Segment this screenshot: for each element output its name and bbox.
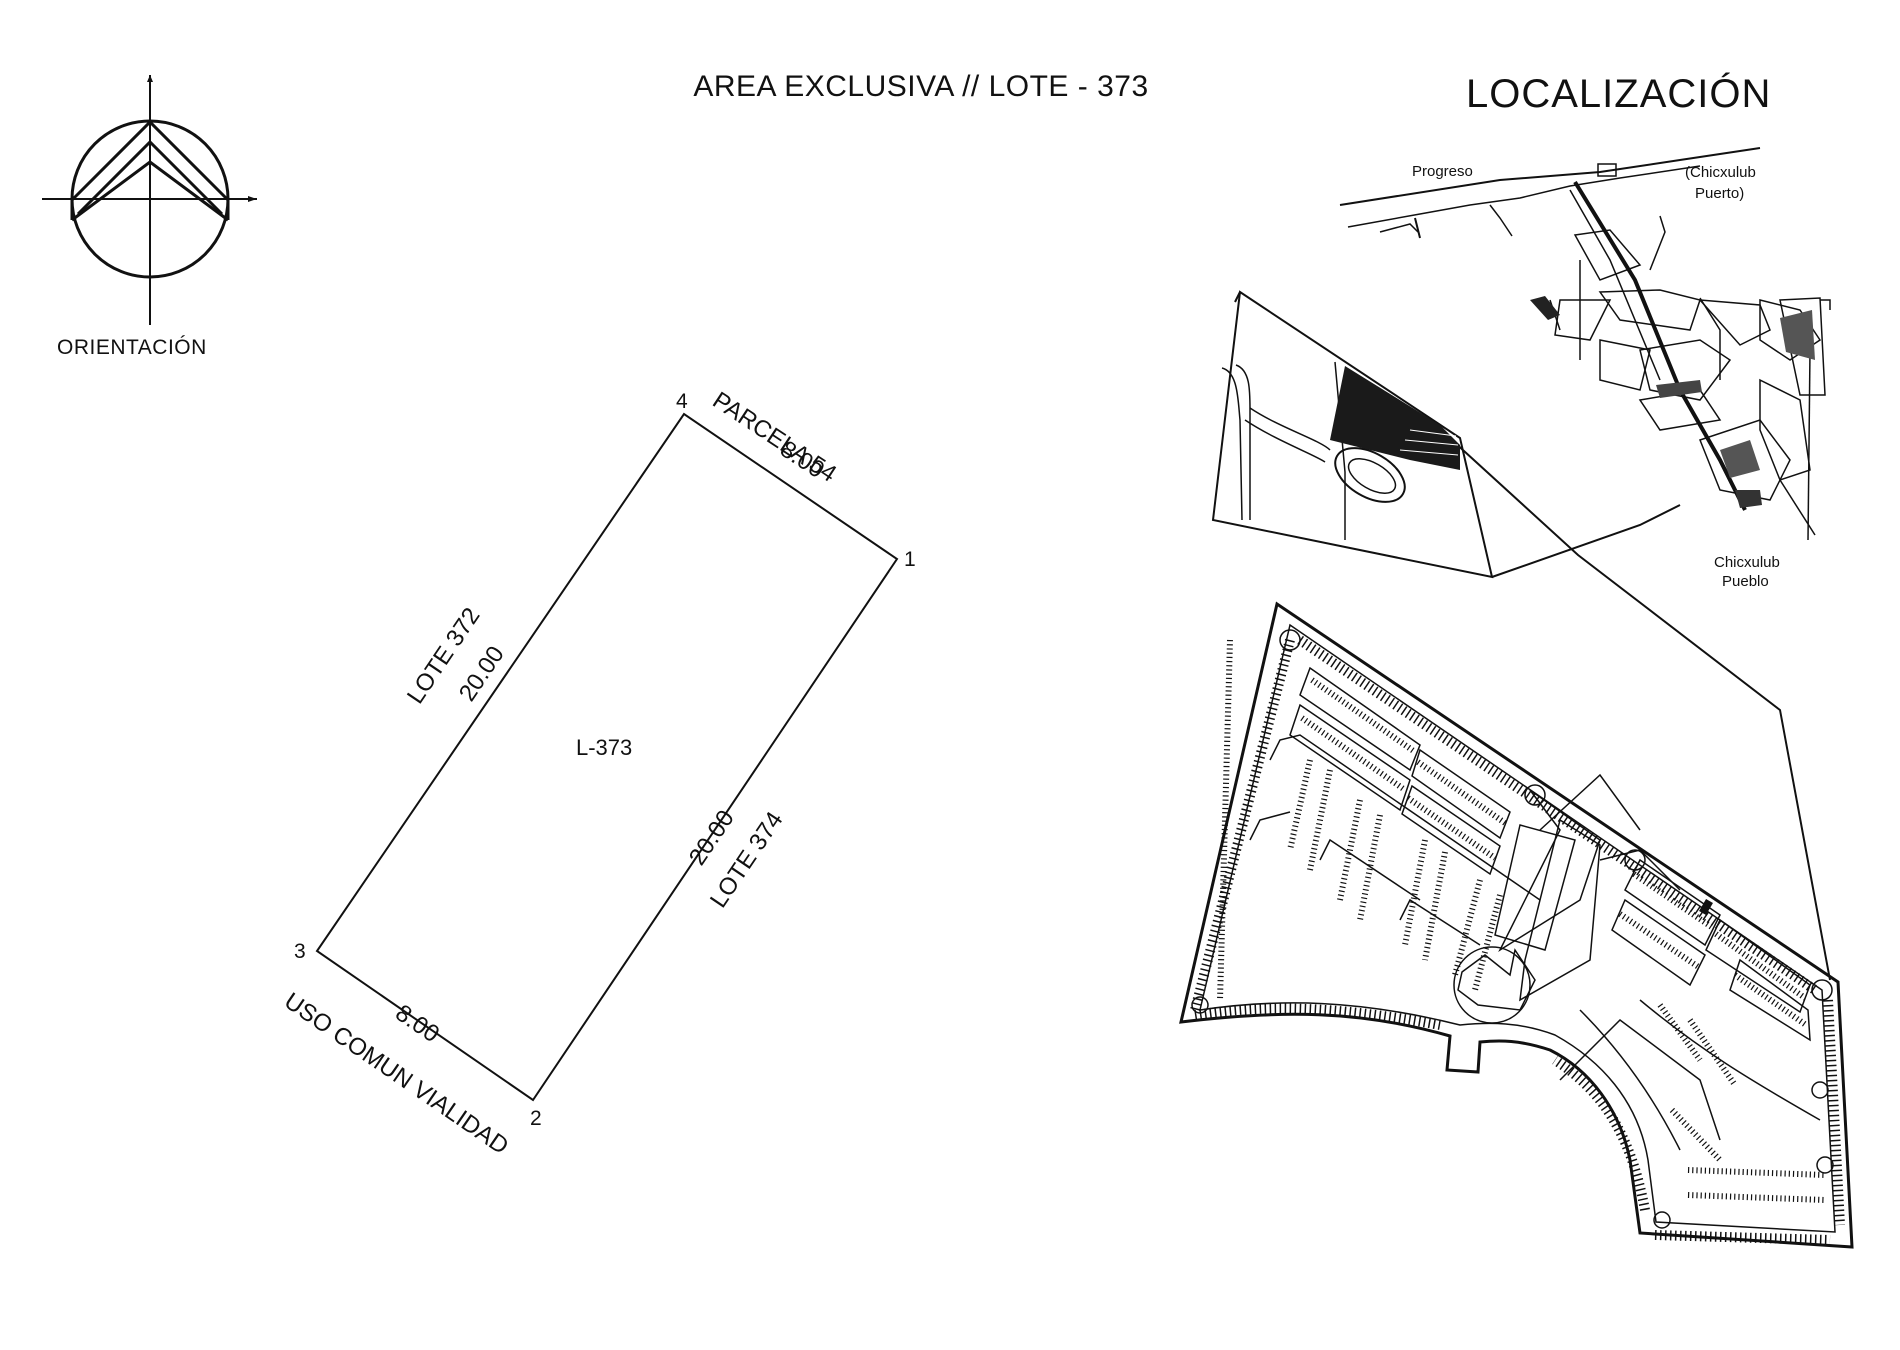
highlighted-lot	[1699, 898, 1713, 916]
vertex-4: 4	[676, 390, 688, 413]
label-progreso: Progreso	[1412, 163, 1473, 180]
label-chicxulub-pueblo-2: Pueblo	[1722, 573, 1769, 590]
label-chicxulub-puerto-1: (Chicxulub	[1685, 164, 1756, 181]
inset-dark-area	[1330, 366, 1460, 470]
page-title: AREA EXCLUSIVA // LOTE - 373	[693, 70, 1149, 103]
vertex-1: 1	[904, 548, 916, 571]
orientation-label: ORIENTACIÓN	[57, 336, 207, 359]
subdivision-plan	[1179, 601, 1854, 1249]
location-title: LOCALIZACIÓN	[1466, 72, 1772, 116]
vertex-3: 3	[294, 940, 306, 963]
locality-map	[1339, 147, 1831, 541]
inset-hatch	[1399, 429, 1459, 456]
inset-map	[1211, 290, 1831, 981]
locality-dark-areas	[1530, 296, 1815, 508]
north-arrow-icon	[42, 75, 257, 325]
label-chicxulub-pueblo-1: Chicxulub	[1714, 554, 1780, 571]
lot-boundary	[315, 412, 899, 1102]
label-chicxulub-puerto-2: Puerto)	[1695, 185, 1744, 202]
vertex-2: 2	[530, 1107, 542, 1130]
lot-label: L-373	[576, 735, 632, 760]
